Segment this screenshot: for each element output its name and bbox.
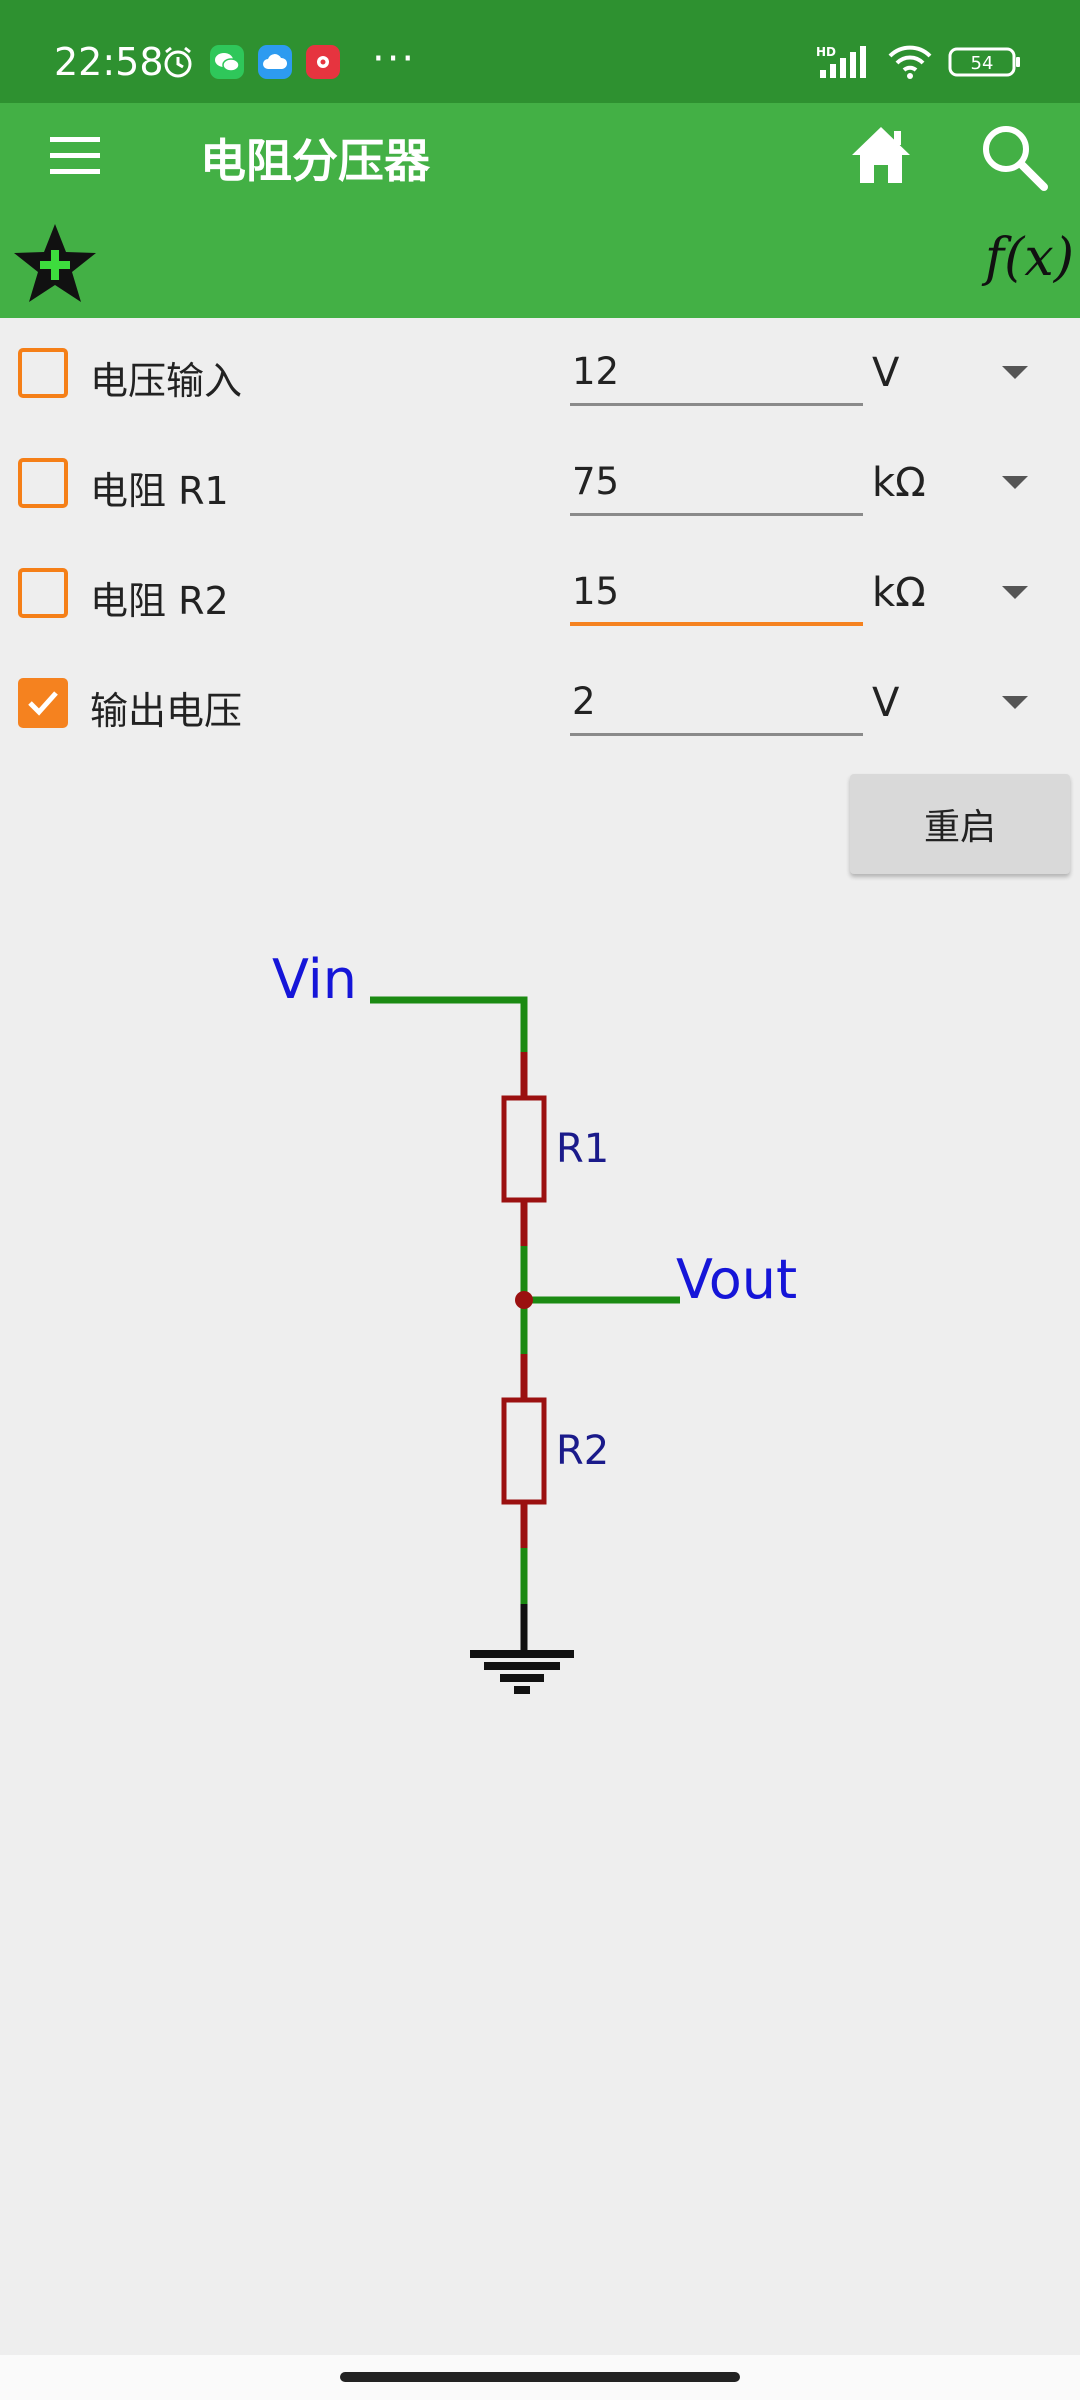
voltage-input-unit-select[interactable]: V <box>872 350 1028 400</box>
battery-level: 54 <box>971 53 994 74</box>
resistor-r2-unit-select[interactable]: kΩ <box>872 570 1028 620</box>
row-resistor-r2: 电阻 R2 kΩ <box>0 538 1080 648</box>
resistor-r2-checkbox[interactable] <box>18 568 68 618</box>
wifi-icon <box>888 45 932 79</box>
page-title: 电阻分压器 <box>200 134 430 188</box>
voltage-input-label: 电压输入 <box>90 359 243 403</box>
output-voltage-unit: V <box>872 680 900 726</box>
dropdown-arrow-icon <box>1002 586 1028 599</box>
network-type-label: HD <box>816 45 836 59</box>
voltage-input-unit: V <box>872 350 900 396</box>
menu-icon[interactable] <box>44 125 106 187</box>
wechat-icon <box>210 45 244 79</box>
status-notification-icons <box>160 44 340 80</box>
output-voltage-unit-select[interactable]: V <box>872 680 1028 730</box>
dropdown-arrow-icon <box>1002 476 1028 489</box>
r1-resistor <box>501 1095 547 1203</box>
resistor-r1-label: 电阻 R1 <box>90 469 229 513</box>
alarm-icon <box>164 46 192 78</box>
home-indicator[interactable] <box>340 2372 740 2382</box>
ground-symbol-icon <box>470 1650 574 1694</box>
checkmark-icon <box>28 691 58 716</box>
resistor-r1-unit: kΩ <box>872 460 926 506</box>
search-icon[interactable] <box>976 119 1050 193</box>
formula-button[interactable]: f(x) <box>984 228 1074 288</box>
tool-bar: f(x) <box>0 208 1080 318</box>
add-favorite-star-icon[interactable] <box>10 220 100 306</box>
app-bar: 电阻分压器 <box>0 103 1080 208</box>
output-voltage-field[interactable] <box>570 670 863 736</box>
voltage-input-checkbox[interactable] <box>18 348 68 398</box>
battery-icon: 54 <box>948 47 1020 77</box>
vin-label: Vin <box>272 948 357 1011</box>
signal-icon: HD <box>816 45 866 78</box>
status-time: 22:58 <box>54 40 164 84</box>
reset-button[interactable]: 重启 <box>850 774 1070 874</box>
voltage-divider-diagram: Vin Vout R1 R2 <box>272 948 797 1694</box>
dropdown-arrow-icon <box>1002 366 1028 379</box>
resistor-r1-field[interactable] <box>570 450 863 516</box>
vin-wire <box>370 996 528 1052</box>
row-voltage-input: 电压输入 V <box>0 318 1080 428</box>
vout-junction <box>515 1291 533 1309</box>
status-system-icons: HD 54 <box>816 44 1022 80</box>
r2-label: R2 <box>556 1428 609 1474</box>
red-app-icon <box>306 45 340 79</box>
resistor-r1-unit-select[interactable]: kΩ <box>872 460 1028 510</box>
vout-label: Vout <box>676 1248 797 1311</box>
resistor-r1-checkbox[interactable] <box>18 458 68 508</box>
output-voltage-checkbox[interactable] <box>18 678 68 728</box>
dropdown-arrow-icon <box>1002 696 1028 709</box>
r1-label: R1 <box>556 1126 609 1172</box>
resistor-r2-label: 电阻 R2 <box>90 579 229 623</box>
row-resistor-r1: 电阻 R1 kΩ <box>0 428 1080 538</box>
cloud-icon <box>258 45 292 79</box>
status-more-indicator: ··· <box>372 36 417 82</box>
output-voltage-label: 输出电压 <box>90 689 243 733</box>
r2-resistor <box>501 1397 547 1505</box>
row-output-voltage: 输出电压 V <box>0 648 1080 758</box>
home-icon[interactable] <box>846 121 916 191</box>
resistor-r2-field[interactable] <box>570 560 863 626</box>
voltage-input-field[interactable] <box>570 340 863 406</box>
status-bar: 22:58 ··· HD 54 <box>0 0 1080 103</box>
resistor-r2-unit: kΩ <box>872 570 926 616</box>
